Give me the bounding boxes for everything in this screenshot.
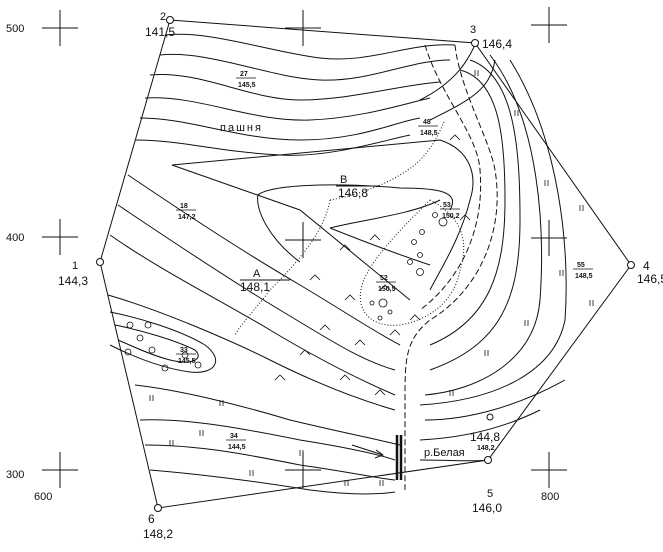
arable-label: пашня: [220, 122, 263, 134]
svg-text:53: 53: [443, 202, 451, 209]
svg-text:148,5: 148,5: [420, 130, 438, 137]
river-label: р.Белая: [424, 447, 465, 459]
svg-text:27: 27: [240, 71, 248, 78]
point-5-elev: 146,0: [472, 501, 502, 515]
spot-height-27: 27 145,5: [236, 71, 256, 89]
point-1-num: 2: [160, 11, 166, 23]
point-2-elev: 141,5: [145, 25, 175, 39]
svg-text:18: 18: [180, 203, 188, 210]
feature-circles: [124, 212, 448, 372]
spot-height-52: 52 150,5: [376, 275, 396, 293]
spot-height-48: 48 148,5: [418, 119, 438, 137]
spot-height-33: 33 145,5: [176, 347, 196, 365]
point-4-num: 4: [643, 259, 650, 273]
point-1-num: 1: [72, 260, 78, 272]
spot-height-river: 148,2: [477, 445, 495, 452]
point-1-elev: 144,3: [58, 274, 88, 288]
road-lines: [404, 44, 498, 490]
grid-crosses: [42, 7, 567, 488]
grid-label-400: 400: [6, 232, 24, 244]
svg-text:145,5: 145,5: [178, 358, 196, 365]
corner-markers: [96, 16, 635, 512]
svg-text:55: 55: [577, 262, 585, 269]
flow-arrow-icon: [351, 444, 385, 459]
point-b-letter: В: [340, 174, 347, 186]
point-6-num: 6: [148, 512, 155, 526]
point-3-num: 3: [470, 24, 476, 36]
svg-text:52: 52: [380, 275, 388, 282]
svg-text:150,2: 150,2: [442, 213, 460, 220]
point-6-elev: 148,2: [143, 527, 173, 541]
grid-label-600: 600: [34, 491, 52, 503]
grid-label-500: 500: [6, 23, 24, 35]
svg-text:148,5: 148,5: [575, 273, 593, 280]
spot-height-34: 34 144,5: [226, 433, 246, 451]
svg-text:34: 34: [230, 433, 238, 440]
grid-label-300: 300: [6, 469, 24, 481]
point-a-letter: А: [253, 268, 261, 280]
point-b-elev: 146,8: [338, 186, 368, 200]
spot-height-53: 53 150,2: [440, 202, 460, 220]
spot-height-18: 18 147,2: [176, 203, 196, 221]
svg-text:48: 48: [423, 119, 431, 126]
svg-text:144,5: 144,5: [228, 444, 246, 451]
river-channel: [395, 435, 403, 480]
svg-text:33: 33: [180, 347, 188, 354]
field-boundaries: [234, 119, 465, 336]
spot-height-55: 55 148,5: [573, 262, 593, 280]
svg-text:145,5: 145,5: [238, 82, 256, 89]
point-a-elev: 148,1: [240, 280, 270, 294]
point-4-elev: 146,5: [637, 272, 663, 286]
point-5-num: 5: [487, 488, 493, 500]
grid-label-800: 800: [541, 491, 559, 503]
point-3-elev: 146,4: [482, 37, 512, 51]
svg-text:147,2: 147,2: [178, 214, 196, 221]
svg-text:148,2: 148,2: [477, 445, 495, 452]
extra-elevation: 144,8: [470, 430, 500, 444]
contour-lines: [107, 33, 567, 495]
meadow-marks: [149, 70, 594, 486]
slope-marks: [274, 134, 471, 396]
svg-text:150,5: 150,5: [378, 286, 396, 293]
